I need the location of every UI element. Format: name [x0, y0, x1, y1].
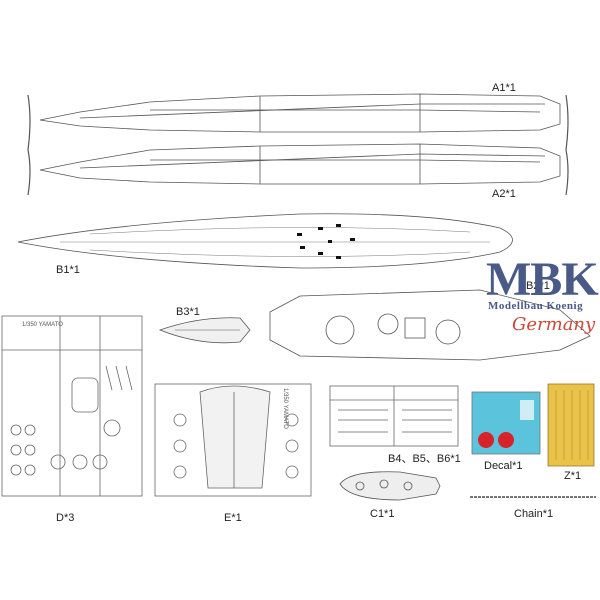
label-d: D*3 — [56, 512, 75, 524]
label-e: E*1 — [224, 512, 242, 524]
brand-subtitle: Modellbau Koenig — [488, 300, 584, 312]
decal-sheet — [471, 391, 541, 455]
sprue-e — [154, 383, 312, 497]
sprue-d-tag: 1/350 YAMATO — [22, 322, 63, 328]
label-decal: Decal*1 — [484, 460, 523, 472]
label-z: Z*1 — [564, 470, 582, 482]
hull-part-a2 — [27, 143, 569, 196]
brand-logo: MBK Modellbau Koenig Germany — [486, 253, 599, 336]
hull-part-a1 — [27, 93, 569, 151]
label-b1: B1*1 — [56, 264, 80, 276]
part-c1 — [339, 471, 441, 501]
label-a1: A1*1 — [492, 82, 516, 94]
label-b2: B2*1 — [526, 280, 550, 292]
sprue-e-tag: 1/350 YAMATO — [282, 388, 288, 429]
brand-name: MBK — [486, 253, 599, 306]
photo-etch-fret — [547, 383, 595, 467]
label-c1: C1*1 — [370, 508, 395, 520]
label-a2: A2*1 — [492, 188, 516, 200]
deck-part-b1 — [17, 213, 513, 269]
label-b456: B4、B5、B6*1 — [388, 453, 461, 465]
deck-part-b3 — [158, 317, 251, 344]
label-chain: Chain*1 — [514, 508, 554, 520]
sprue-b456 — [329, 385, 459, 447]
deck-part-b2 — [269, 289, 591, 361]
label-b3: B3*1 — [176, 306, 200, 318]
brand-country: Germany — [512, 314, 596, 335]
sprue-d — [1, 315, 143, 497]
